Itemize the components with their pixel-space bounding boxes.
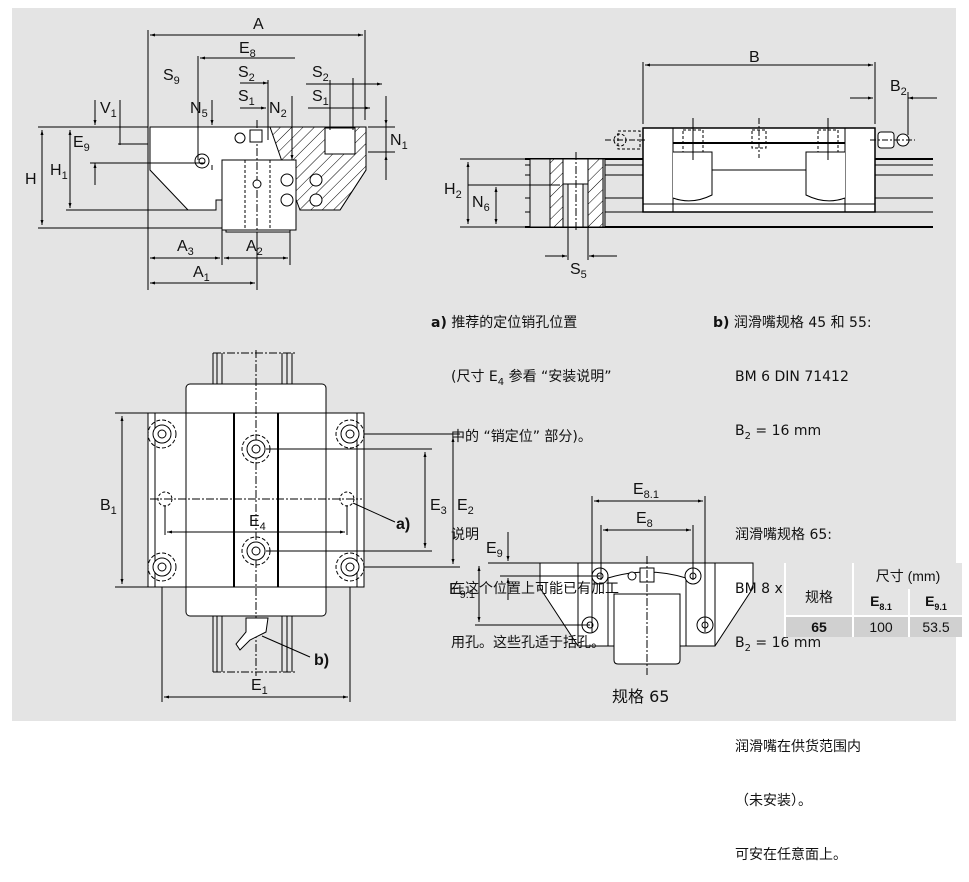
svg-text:E1: E1: [251, 677, 268, 697]
svg-text:E3: E3: [430, 497, 447, 517]
svg-text:N5: N5: [190, 100, 208, 120]
side-view-labels: B B2 H2 N6 S5: [444, 49, 907, 281]
header-e91-main: E: [925, 592, 935, 609]
svg-text:A2: A2: [246, 238, 263, 258]
svg-text:N6: N6: [472, 194, 490, 214]
note-b-line4: 润滑嘴规格 65:: [735, 526, 832, 543]
lube-nipple: [235, 617, 269, 651]
note-b-line6-sub: 2: [744, 642, 751, 654]
callout-a-leader: [352, 502, 396, 523]
svg-text:a): a): [396, 516, 410, 533]
svg-text:E8: E8: [239, 40, 256, 60]
svg-text:B1: B1: [100, 497, 117, 517]
note-b-line3-sub: 2: [744, 430, 751, 442]
note-a-line2-post: 参看 “安装说明”: [504, 369, 612, 385]
dimension-table: 规格 尺寸 (mm) E8.1 E9.1 65 100 53.5: [784, 563, 964, 637]
svg-text:E9: E9: [486, 540, 503, 560]
note-b-line6-post: = 16 mm: [750, 634, 822, 651]
callout-b-leader: [261, 635, 311, 658]
cell-size: 65: [786, 615, 852, 637]
cell-e81: 100: [854, 615, 909, 637]
svg-text:S5: S5: [570, 261, 587, 281]
note-b-line7: 润滑嘴在供货范围内: [735, 738, 861, 755]
note-b-line3: B: [735, 423, 745, 439]
header-size: 规格: [786, 563, 852, 615]
size65-view: [475, 496, 754, 675]
size65-labels: E8.1 E8 E9 E9.1: [449, 481, 659, 601]
note-a-line3: 中的 “销定位” 部分)。: [451, 428, 592, 445]
svg-text:E9.1: E9.1: [449, 581, 475, 601]
svg-text:S9: S9: [163, 67, 180, 87]
svg-text:E8: E8: [636, 510, 653, 530]
header-dims: 尺寸 (mm): [854, 563, 962, 589]
svg-text:A: A: [253, 16, 264, 33]
note-a-line2-sub: 4: [497, 376, 505, 388]
top-view: [115, 350, 460, 702]
header-e91-sub: 9.1: [934, 601, 947, 612]
svg-text:B2: B2: [890, 78, 907, 98]
size65-caption: 规格 65: [612, 687, 670, 706]
header-e81-sub: 8.1: [879, 601, 892, 612]
technical-drawing: A E8 S9 S2 S1 S2 S1 N5 N2 V1 E9 N1 H H1 …: [25, 16, 937, 702]
svg-text:S2: S2: [312, 64, 329, 84]
note-b-marker: b): [713, 315, 730, 331]
svg-text:E4: E4: [249, 513, 266, 533]
note-a-line2: (尺寸 E: [451, 369, 498, 385]
note-b-line3-post: = 16 mm: [750, 423, 822, 439]
svg-text:E9: E9: [73, 134, 90, 154]
svg-text:b): b): [314, 652, 329, 669]
note-a-heading: 说明: [451, 526, 479, 543]
header-e81: E8.1: [854, 589, 909, 615]
rail: [221, 159, 297, 231]
note-a-line1: 推荐的定位销孔位置: [451, 315, 578, 331]
svg-text:E2: E2: [457, 497, 474, 517]
svg-text:S2: S2: [238, 64, 255, 84]
svg-text:N1: N1: [390, 132, 408, 152]
svg-text:B: B: [749, 49, 760, 66]
svg-text:N2: N2: [269, 100, 287, 120]
note-a-marker: a): [431, 315, 447, 331]
note-a: a) 推荐的定位销孔位置 (尺寸 E4 参看 “安装说明” 中的 “销定位” 部…: [431, 278, 619, 670]
screw-holes: [147, 419, 365, 582]
table-row: 65 100 53.5: [786, 615, 962, 637]
svg-text:S1: S1: [312, 88, 329, 108]
svg-text:H1: H1: [50, 162, 68, 182]
header-e91: E9.1: [910, 589, 962, 615]
svg-text:A3: A3: [177, 238, 194, 258]
note-a-line5: 用孔。这些孔适于括孔。: [451, 634, 605, 651]
note-b-line2: BM 6 DIN 71412: [735, 369, 849, 385]
svg-text:V1: V1: [100, 100, 117, 120]
svg-text:E8.1: E8.1: [633, 481, 659, 501]
svg-text:H: H: [25, 171, 37, 188]
front-view-labels: A E8 S9 S2 S1 S2 S1 N5 N2 V1 E9 N1 H H1 …: [25, 16, 408, 284]
header-e81-main: E: [870, 592, 880, 609]
svg-text:S1: S1: [238, 88, 255, 108]
note-b-line8: （未安装）。: [735, 792, 812, 809]
svg-text:H2: H2: [444, 181, 462, 201]
note-b-line9: 可安在任意面上。: [735, 846, 847, 863]
svg-text:A1: A1: [193, 264, 210, 284]
front-view: [38, 30, 395, 290]
note-a-line4: 在这个位置上可能已有加工: [451, 580, 619, 597]
top-view-labels: B1 E4 E3 E2 E1 a) b): [100, 497, 474, 697]
note-b-line6: B: [735, 634, 745, 651]
note-b-line1: 润滑嘴规格 45 和 55:: [733, 315, 872, 331]
cell-e91: 53.5: [910, 615, 962, 637]
side-view: [460, 62, 937, 260]
